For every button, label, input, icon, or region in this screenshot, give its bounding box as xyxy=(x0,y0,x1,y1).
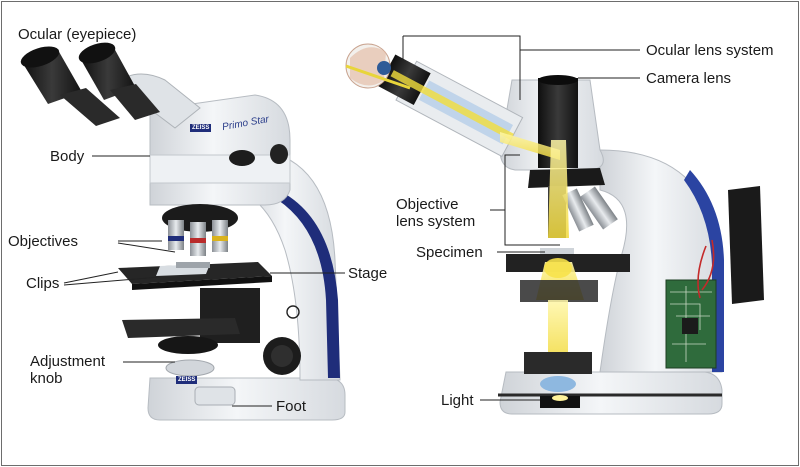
wires xyxy=(697,239,715,299)
label-objective-lens-system: Objective lens system xyxy=(396,196,476,230)
collector-lens xyxy=(540,376,576,392)
field-lens-housing xyxy=(524,352,592,374)
objective-light-path xyxy=(548,140,569,238)
label-adjustment-knob: Adjustment knob xyxy=(30,353,106,387)
cutaway-base xyxy=(499,371,723,415)
eye-illustration xyxy=(345,43,411,90)
label-objectives: Objectives xyxy=(8,233,79,250)
label-body: Body xyxy=(50,148,85,165)
control-knob-small xyxy=(229,150,255,166)
circuit-traces xyxy=(670,286,712,362)
eyepiece-tube xyxy=(378,54,524,158)
body-band xyxy=(149,154,291,184)
light-source xyxy=(540,396,580,408)
label-foot: Foot xyxy=(276,398,307,415)
label-specimen: Specimen xyxy=(416,244,483,261)
eyepieces xyxy=(20,42,160,126)
zeiss-logo-upper: ZEISS xyxy=(190,124,212,132)
illumination-beam xyxy=(548,300,568,360)
right-microscope-cutaway xyxy=(345,43,764,415)
label-ocular-lens-system: Ocular lens system xyxy=(646,42,774,59)
arm xyxy=(239,149,341,381)
label-ocular-eyepiece: Ocular (eyepiece) xyxy=(18,26,137,43)
foot-base xyxy=(147,377,346,421)
condenser xyxy=(158,336,218,354)
objectives-turret xyxy=(162,204,238,256)
condenser-housing xyxy=(520,280,598,302)
prism-beam xyxy=(500,132,560,160)
leader-ocular-box-a xyxy=(403,35,521,100)
left-microscope xyxy=(20,42,346,421)
stage-platform xyxy=(118,262,272,290)
label-light: Light xyxy=(441,392,474,409)
power-block xyxy=(728,186,764,304)
label-clips: Clips xyxy=(26,275,60,292)
leader-objective-bracket xyxy=(504,154,560,246)
rotate-arrow-icon xyxy=(286,305,300,319)
blue-accent-stripe xyxy=(278,192,340,378)
label-camera-lens: Camera lens xyxy=(646,70,732,87)
label-stage: Stage xyxy=(348,265,388,282)
leader-lines xyxy=(63,35,640,407)
condenser-carrier xyxy=(122,318,240,338)
control-knob-right xyxy=(270,144,288,164)
foot-switch xyxy=(194,386,236,406)
leader-clips-a xyxy=(63,271,119,284)
zeiss-logo-lower: ZEISS xyxy=(176,376,198,384)
leader-clips-b xyxy=(63,276,161,286)
leader-objectives-b xyxy=(117,242,176,253)
